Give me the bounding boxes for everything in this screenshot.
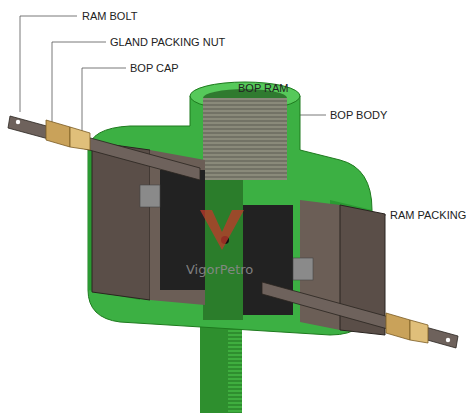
top-thread <box>203 98 287 180</box>
gland-packing-nut <box>386 313 410 340</box>
part-label: BOP CAP <box>130 62 179 75</box>
watermark: VigorPetro <box>186 262 253 277</box>
gland-packing-nut <box>46 120 70 147</box>
part-label: BOP RAM <box>238 82 289 95</box>
watermark-logo <box>200 210 244 250</box>
part-label: RAM PACKING <box>390 209 466 222</box>
part-label: GLAND PACKING NUT <box>110 36 225 49</box>
ram-bolt <box>262 282 458 348</box>
ram-packing <box>140 185 160 207</box>
ram-packing <box>293 258 313 280</box>
bop-cap <box>92 142 150 300</box>
part-label: BOP BODY <box>330 109 387 122</box>
bottom-pipe <box>200 318 242 413</box>
bop-body <box>88 87 372 335</box>
part-label: RAM BOLT <box>82 10 137 23</box>
ram-bolt <box>8 116 200 180</box>
